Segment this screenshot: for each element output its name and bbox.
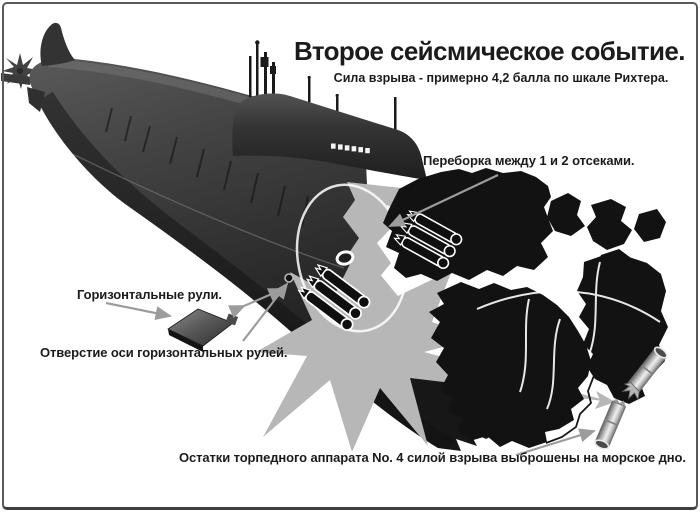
debris-cracks	[476, 261, 661, 410]
torpedo-tube-cluster-hull	[297, 263, 371, 331]
stern-lower-fin	[27, 87, 45, 112]
tail-fin	[40, 22, 75, 66]
callout-arrows	[105, 174, 596, 457]
fracture-line	[545, 372, 596, 444]
conning-tower	[232, 93, 427, 180]
sail-windows	[331, 143, 370, 154]
arrow-rudders	[105, 301, 173, 320]
diagram-title: Второе сейсмическое событие.	[294, 36, 685, 66]
hull-frame-lines	[105, 107, 309, 227]
hatch-ring	[335, 250, 355, 266]
label-horizontal-rudders: Горизонтальные рули.	[77, 287, 222, 302]
label-torpedo-tube-remains: Остатки торпедного аппарата No. 4 силой …	[179, 450, 686, 465]
rudder-axis-hole-marker	[284, 273, 294, 283]
stern-stabilizer	[1, 73, 30, 85]
arrow-tube-remains	[515, 428, 596, 457]
label-rudder-axis-hole: Отверстие оси горизонтальных рулей.	[40, 345, 288, 360]
burst-arrow-tip	[595, 391, 615, 409]
seabed-torpedo-tubes	[594, 346, 668, 450]
torpedo-tube-cluster-debris	[393, 210, 463, 270]
arrow-axis-hole	[242, 282, 289, 342]
label-bulkhead: Переборка между 1 и 2 отсеками.	[423, 153, 635, 168]
diagram-subtitle: Сила взрыва - примерно 4,2 балла по шкал…	[333, 71, 669, 85]
arrow-bulkhead	[388, 174, 499, 227]
